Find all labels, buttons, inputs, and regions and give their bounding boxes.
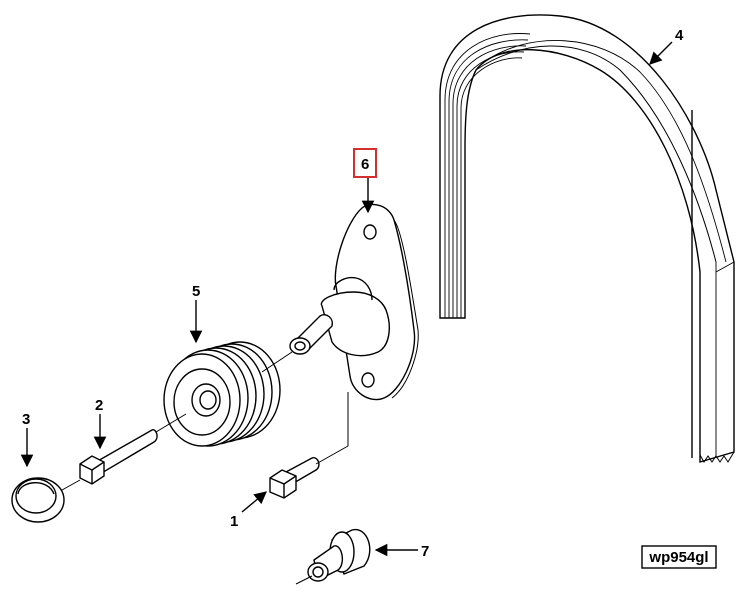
short-bolt-part	[269, 457, 320, 499]
callout-3-label: 3	[22, 411, 30, 428]
dust-cap-part	[11, 477, 65, 523]
callout-6-label: 6	[361, 156, 369, 173]
callout-5-label: 5	[192, 283, 200, 300]
callout-6-highlight: 6	[353, 148, 377, 178]
spacer-part	[307, 529, 371, 582]
long-bolt-part	[79, 429, 158, 485]
figure-id-text: wp954gl	[648, 549, 708, 566]
idler-bracket-part	[289, 203, 419, 401]
callout-4-label: 4	[675, 27, 684, 44]
callout-2-label: 2	[95, 397, 103, 414]
callout-arrows	[20, 41, 693, 557]
assembly-centerlines	[61, 351, 349, 585]
belt-part	[439, 14, 735, 463]
pulley-part	[163, 341, 281, 447]
callout-7-label: 7	[421, 543, 429, 560]
callout-1-label: 1	[230, 513, 238, 530]
figure-reference: wp954gl	[641, 545, 717, 569]
